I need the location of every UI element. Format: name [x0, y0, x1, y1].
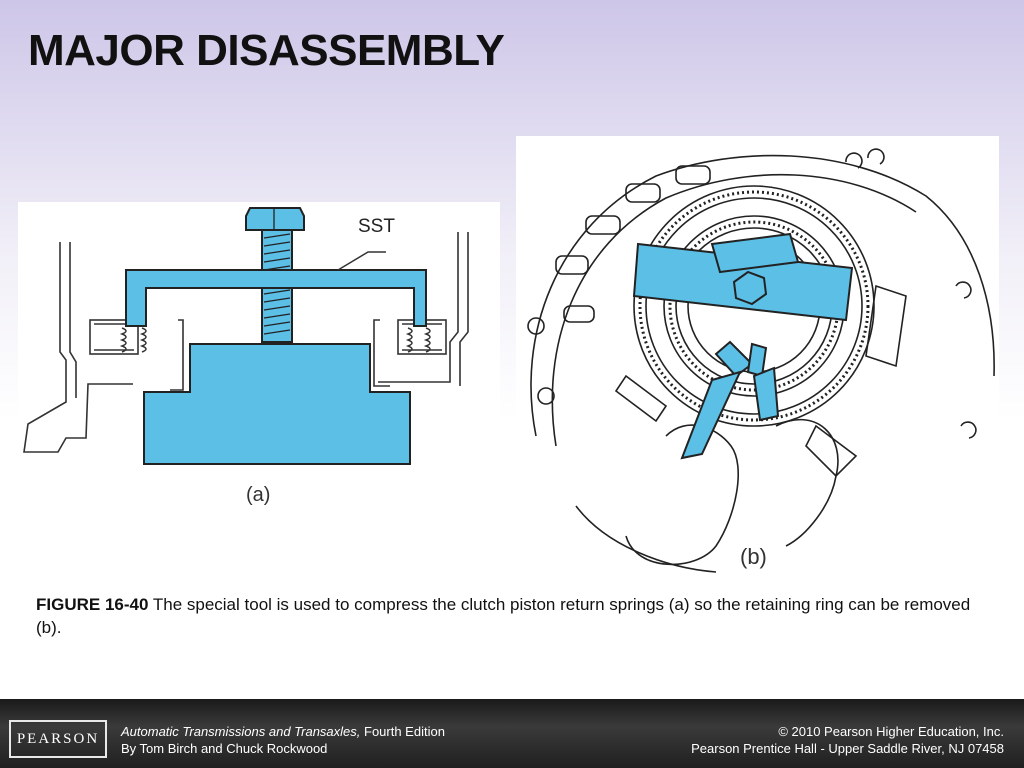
- figure-b-label: (b): [740, 544, 767, 569]
- copyright-text: © 2010 Pearson Higher Education, Inc.: [778, 724, 1004, 739]
- footer-publisher-info: © 2010 Pearson Higher Education, Inc. Pe…: [691, 723, 1004, 757]
- figure-number: FIGURE 16-40: [36, 595, 149, 614]
- slide-title: MAJOR DISASSEMBLY: [28, 26, 505, 75]
- figure-b-illustration: [516, 136, 999, 576]
- figure-a-illustration: SST: [18, 202, 500, 514]
- figure-a-label: (a): [246, 484, 271, 506]
- caption-text: The special tool is used to compress the…: [36, 595, 971, 637]
- book-authors: By Tom Birch and Chuck Rockwood: [121, 741, 328, 756]
- book-title: Automatic Transmissions and Transaxles,: [121, 724, 361, 739]
- footer-book-info: Automatic Transmissions and Transaxles, …: [121, 723, 445, 757]
- book-edition: Fourth Edition: [360, 724, 445, 739]
- figure-caption: FIGURE 16-40 The special tool is used to…: [36, 593, 996, 639]
- footer-bar: PEARSON Automatic Transmissions and Tran…: [0, 699, 1024, 768]
- sst-label: SST: [358, 216, 395, 237]
- publisher-text: Pearson Prentice Hall - Upper Saddle Riv…: [691, 741, 1004, 756]
- pearson-logo: PEARSON: [9, 720, 107, 758]
